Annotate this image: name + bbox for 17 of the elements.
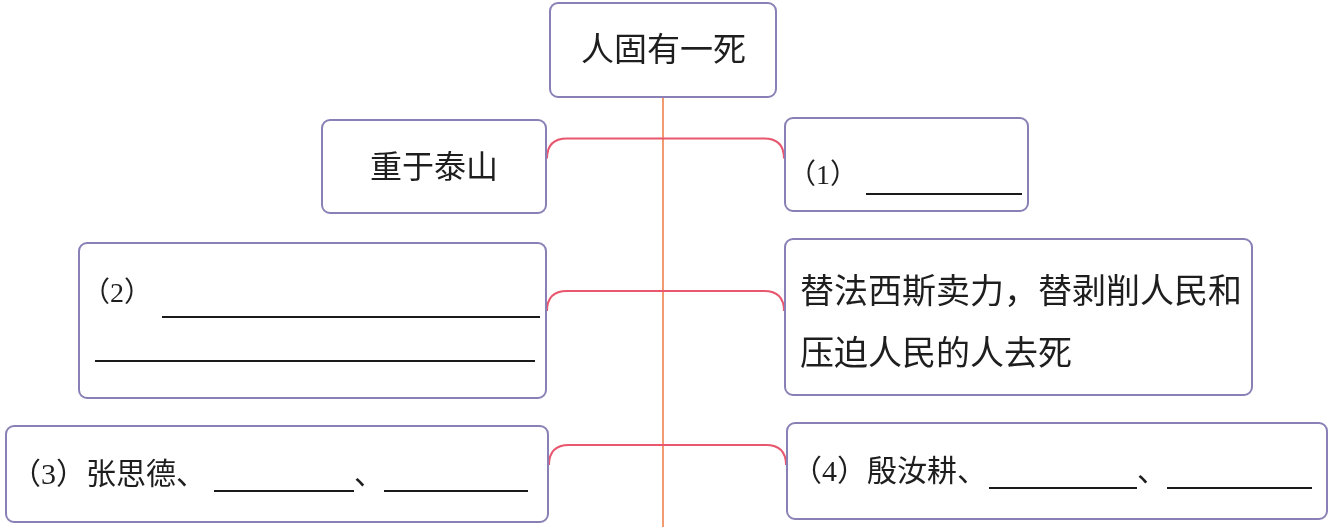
- node-text: 、: [354, 456, 384, 492]
- text-box: [786, 422, 1328, 520]
- node-text: （2）: [82, 276, 152, 310]
- topic-box: [549, 2, 777, 98]
- node-text: （4）殷汝耕、: [792, 453, 987, 489]
- text-box: [78, 242, 547, 399]
- node-text: 、: [1137, 453, 1167, 489]
- node-text: 人固有一死: [580, 30, 746, 70]
- node-text: （3）张思德、: [11, 456, 206, 492]
- text-box: [5, 425, 549, 523]
- node-text: 重于泰山: [370, 146, 498, 187]
- node-text: 替法西斯卖力，替剥削人民和压迫人民的人去死: [800, 270, 1243, 375]
- text-box: [784, 238, 1253, 396]
- node-text: （1）: [788, 158, 858, 192]
- connector-line: [662, 97, 664, 528]
- text-box: [321, 119, 547, 214]
- text-box: [784, 117, 1029, 212]
